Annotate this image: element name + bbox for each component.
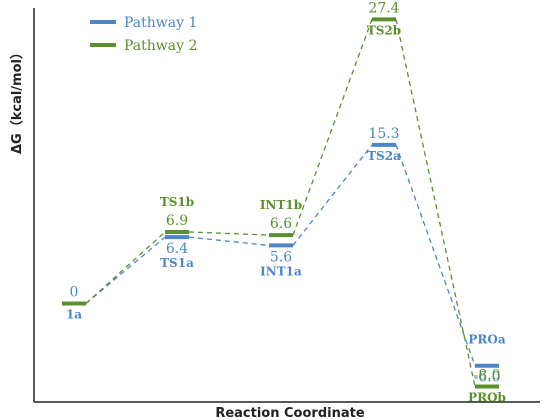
- value-label-proa: -6.0: [474, 370, 501, 386]
- state-label-ts1b: TS1b: [160, 195, 194, 209]
- legend-item-pathway-2: Pathway 2: [90, 38, 197, 54]
- connector-ts2b-to-prob: [395, 19, 476, 387]
- x-axis-title: Reaction Coordinate: [215, 406, 365, 420]
- connector-1a-to-ts1a: [85, 236, 166, 304]
- value-label-1a: 0: [70, 285, 79, 301]
- value-label-ts1b: 6.9: [166, 213, 188, 229]
- connector-ts1a-to-int1a: [188, 236, 270, 247]
- connector-start-to-ts1b: [85, 231, 166, 304]
- connector-int1b-to-ts2b: [292, 19, 373, 236]
- series-2-connectors: [85, 19, 476, 387]
- state-label-ts1a: TS1a: [160, 256, 194, 270]
- connector-int1a-to-ts2a: [292, 144, 373, 246]
- legend-label-pathway-1: Pathway 1: [124, 15, 197, 31]
- value-label-ts2b: 27.4: [368, 0, 399, 16]
- series-1-connectors: [85, 144, 476, 366]
- state-label-1a: 1a: [66, 308, 82, 322]
- value-label-prob: -8.0: [474, 367, 501, 383]
- state-label-ts2b: TS2b: [367, 23, 401, 37]
- connector-ts2a-to-proa: [395, 144, 476, 366]
- legend-item-pathway-1: Pathway 1: [90, 15, 197, 31]
- value-label-int1a: 5.6: [270, 249, 292, 265]
- legend: Pathway 1 Pathway 2: [90, 15, 197, 54]
- connector-ts1b-to-int1b: [188, 231, 270, 236]
- y-axis-title: ΔG（kcal/mol）: [9, 46, 25, 154]
- legend-label-pathway-2: Pathway 2: [124, 38, 197, 54]
- axes: Reaction Coordinate ΔG（kcal/mol）: [9, 8, 540, 420]
- state-label-int1a: INT1a: [260, 264, 302, 278]
- value-label-int1b: 6.6: [270, 216, 292, 232]
- value-label-ts2a: 15.3: [368, 126, 399, 142]
- state-label-ts2a: TS2a: [367, 149, 401, 163]
- value-label-ts1a: 6.4: [166, 241, 188, 257]
- state-label-proa: PROa: [468, 333, 505, 347]
- state-label-int1b: INT1b: [260, 198, 302, 212]
- state-label-prob: PROb: [468, 390, 506, 404]
